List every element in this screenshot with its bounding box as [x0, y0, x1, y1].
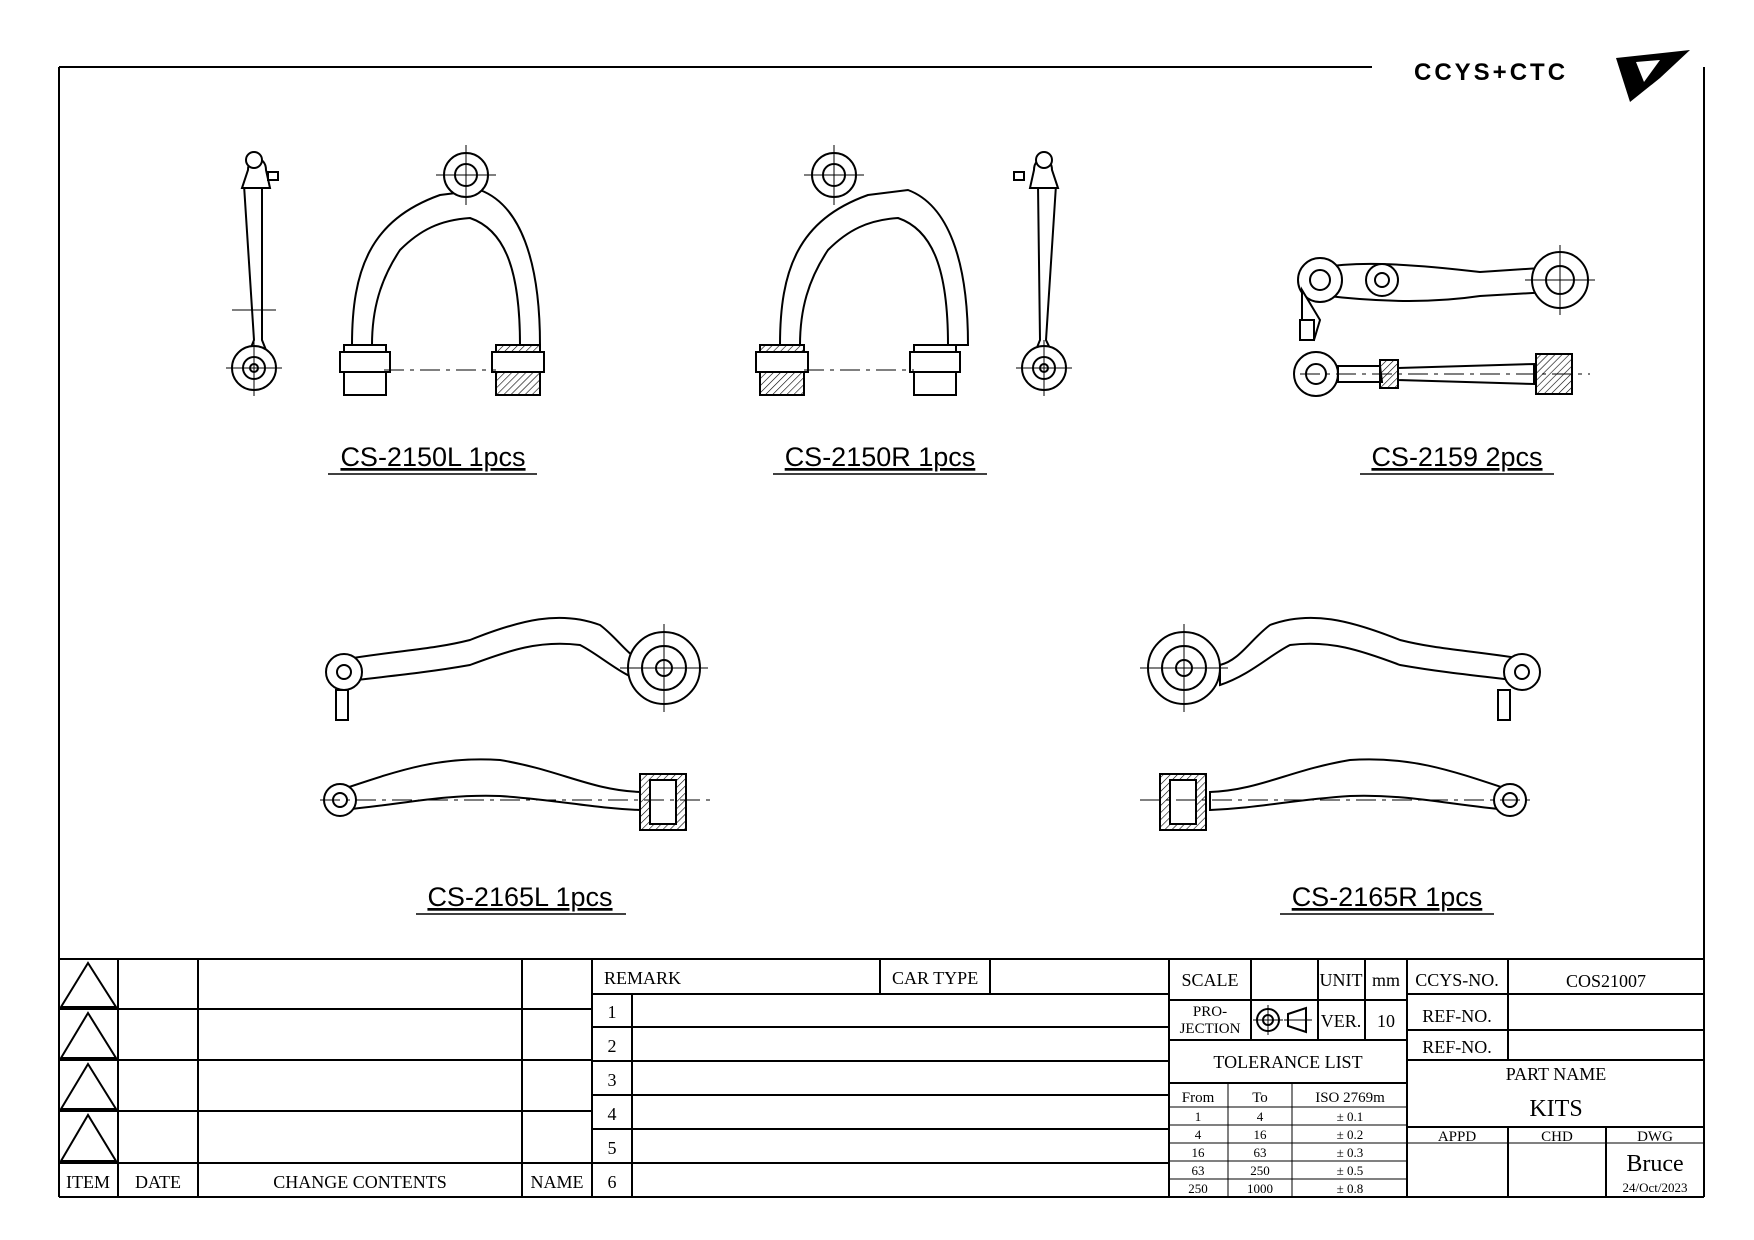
tol-header-to: To	[1252, 1090, 1268, 1106]
ccys-no-label: CCYS-NO.	[1415, 970, 1499, 990]
logo-mark	[1616, 50, 1690, 102]
tol-row-value: ± 0.5	[1337, 1163, 1364, 1178]
company-logo: CCYS+CTC	[1414, 50, 1690, 102]
rev-header-change: CHANGE CONTENTS	[273, 1172, 447, 1192]
part-label-cs-2165r: CS-2165R 1pcs	[1292, 882, 1483, 912]
tol-row-from: 250	[1188, 1181, 1208, 1196]
rev-header-item: ITEM	[66, 1172, 110, 1192]
scale-label: SCALE	[1181, 970, 1238, 990]
unit-value: mm	[1372, 970, 1400, 990]
part-label-cs-2150l: CS-2150L 1pcs	[340, 442, 525, 472]
chd-label: CHD	[1541, 1129, 1573, 1145]
ver-label: VER.	[1321, 1011, 1362, 1031]
tol-row-value: ± 0.8	[1337, 1181, 1364, 1196]
part-drawing-cs-2159	[1293, 245, 1595, 397]
remark-row-1: 1	[608, 1002, 617, 1022]
projection-label-1: PRO-	[1193, 1004, 1227, 1020]
part-label-cs-2165l: CS-2165L 1pcs	[427, 882, 612, 912]
drawer-name: Bruce	[1626, 1151, 1683, 1177]
tolerance-title: TOLERANCE LIST	[1213, 1052, 1362, 1072]
tol-row-from: 1	[1195, 1109, 1202, 1124]
title-block	[59, 958, 1704, 1197]
unit-label: UNIT	[1320, 970, 1363, 990]
tol-row-to: 1000	[1247, 1181, 1273, 1196]
logo-text: CCYS+CTC	[1414, 59, 1568, 86]
remark-row-6: 6	[608, 1172, 617, 1192]
remark-row-5: 5	[608, 1138, 617, 1158]
rev-header-date: DATE	[135, 1172, 181, 1192]
part-label-cs-2159: CS-2159 2pcs	[1371, 442, 1542, 472]
remark-row-2: 2	[608, 1036, 617, 1056]
part-drawing-cs-2165r	[1140, 616, 1541, 831]
ccys-no-value: COS21007	[1566, 971, 1646, 991]
tol-row-value: ± 0.3	[1337, 1145, 1364, 1160]
part-drawing-cs-2165l	[320, 616, 710, 831]
tol-row-from: 16	[1192, 1145, 1206, 1160]
tol-header-iso: ISO 2769m	[1315, 1090, 1385, 1106]
sheet-border	[58, 66, 1705, 1198]
tol-row-to: 63	[1254, 1145, 1267, 1160]
tol-row-to: 4	[1257, 1109, 1264, 1124]
remark-row-3: 3	[608, 1070, 617, 1090]
car-type-label: CAR TYPE	[892, 968, 978, 988]
remark-label: REMARK	[604, 968, 681, 988]
ref-no-label-1: REF-NO.	[1422, 1006, 1492, 1026]
rev-header-name: NAME	[531, 1172, 584, 1192]
tol-row-to: 16	[1254, 1127, 1268, 1142]
ref-no-label-2: REF-NO.	[1422, 1037, 1492, 1057]
part-label-cs-2150r: CS-2150R 1pcs	[785, 442, 976, 472]
projection-label-2: JECTION	[1180, 1021, 1241, 1037]
tol-row-value: ± 0.2	[1337, 1127, 1364, 1142]
part-drawing-cs-2150r	[755, 145, 1072, 396]
part-drawing-cs-2150l	[226, 145, 545, 396]
tol-header-from: From	[1182, 1090, 1215, 1106]
drawing-date: 24/Oct/2023	[1623, 1180, 1688, 1195]
tol-row-value: ± 0.1	[1337, 1109, 1364, 1124]
tol-row-from: 63	[1192, 1163, 1205, 1178]
appd-label: APPD	[1438, 1129, 1477, 1145]
part-name-value: KITS	[1529, 1096, 1582, 1122]
part-name-label: PART NAME	[1506, 1064, 1606, 1084]
remark-row-4: 4	[608, 1104, 617, 1124]
tol-row-from: 4	[1195, 1127, 1202, 1142]
ver-value: 10	[1377, 1011, 1395, 1031]
tol-row-to: 250	[1250, 1163, 1270, 1178]
dwg-label: DWG	[1637, 1129, 1673, 1145]
tolerance-rows: 1 4 ± 0.1 4 16 ± 0.2 16 63 ± 0.3 63 250 …	[1188, 1109, 1363, 1196]
